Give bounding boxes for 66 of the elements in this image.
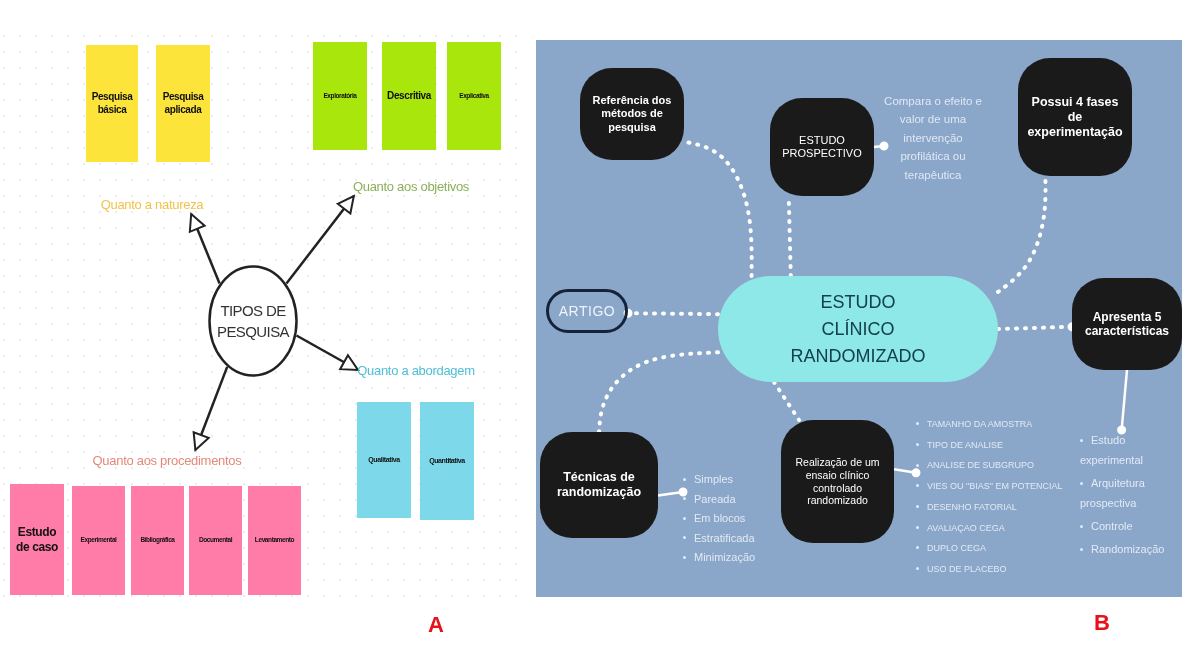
rounded-outline-box	[546, 289, 628, 333]
sticky-note	[420, 402, 474, 520]
sticky-note	[382, 42, 436, 150]
box-text: ESTUDO CLÍNICO RANDOMIZADO	[789, 290, 927, 368]
dashed-connector	[772, 380, 802, 422]
list-item: Em blocos	[683, 509, 746, 529]
box-text: Técnicas de randomização	[555, 470, 643, 500]
list-item: Pareada	[683, 489, 736, 509]
rounded-box	[540, 432, 658, 538]
list-item: AVALIAÇAO CEGA	[916, 517, 1005, 539]
sticky-note	[313, 42, 367, 150]
list-item: Controle	[1080, 516, 1133, 536]
rounded-box	[580, 68, 684, 160]
category-heading: Quanto aos objetivos	[352, 178, 470, 194]
arrow	[188, 213, 221, 284]
sticky-note	[86, 45, 138, 162]
panel-letter: A	[428, 612, 444, 638]
box-text: Realização de um ensaio clínico controlado randomizado	[794, 456, 881, 507]
list-item: Arquitetura prospectiva	[1080, 473, 1184, 513]
sticky-note	[156, 45, 210, 162]
list-item: Estratificada	[683, 528, 755, 548]
category-heading: Quanto a natureza	[100, 196, 204, 212]
connector	[893, 467, 921, 478]
box-text: Apresenta 5 características	[1083, 309, 1171, 339]
rounded-box	[1018, 58, 1132, 176]
sticky-note	[10, 484, 64, 595]
list-item: Randomização	[1080, 539, 1165, 559]
list-item: Simples	[683, 470, 734, 490]
arrow	[295, 334, 359, 372]
list-item: Minimização	[683, 548, 756, 568]
list-item: VIES OU "BIAS" EM POTENCIAL	[916, 476, 1063, 497]
sticky-note	[189, 486, 242, 595]
connector	[1117, 369, 1129, 435]
note-text: Estudo de caso	[15, 524, 59, 555]
dashed-connector	[597, 350, 720, 434]
note-text: Pesquisa aplicada	[161, 91, 205, 116]
list-item: DUPLO CEGA	[916, 538, 986, 559]
category-heading: Quanto aos procedimentos	[92, 452, 242, 468]
sticky-note	[447, 42, 501, 150]
category-heading: Quanto a abordagem	[357, 362, 475, 378]
connector	[873, 141, 889, 151]
note-text: Compara o efeito e valor de uma intervenção profilática ou terapêutica	[884, 94, 982, 183]
list-item: USO DE PLACEBO	[916, 558, 1007, 580]
list-item: ANALISE DE SUBGRUPO	[916, 455, 1035, 477]
box-text: Referência dos métodos de pesquisa	[591, 94, 673, 134]
rounded-box	[770, 98, 874, 196]
note-text: Pesquisa básica	[90, 91, 134, 116]
arrow	[285, 195, 355, 285]
box-text: ARTIGO	[558, 303, 616, 319]
box-text: Possui 4 fases de experimentação	[1026, 94, 1124, 140]
connector	[657, 487, 688, 497]
node-text: TIPOS DE PESQUISA	[216, 301, 291, 342]
note-text: Descritiva	[386, 89, 433, 103]
sticky-note	[131, 486, 184, 595]
sticky-note	[72, 486, 125, 595]
rounded-box	[781, 420, 894, 543]
list-item: DESENHO FATORIAL	[916, 496, 1017, 518]
rounded-box	[1072, 278, 1182, 370]
sticky-note	[248, 486, 301, 595]
sticky-note	[357, 402, 411, 518]
box-text: ESTUDO PROSPECTIVO	[781, 133, 863, 161]
panel-letter: B	[1094, 610, 1110, 636]
arrow	[192, 366, 229, 451]
list-item: Estudo experimental	[1080, 430, 1184, 470]
list-item: TAMANHO DA AMOSTRA	[916, 414, 1033, 435]
list-item: TIPO DE ANALISE	[916, 434, 1004, 456]
